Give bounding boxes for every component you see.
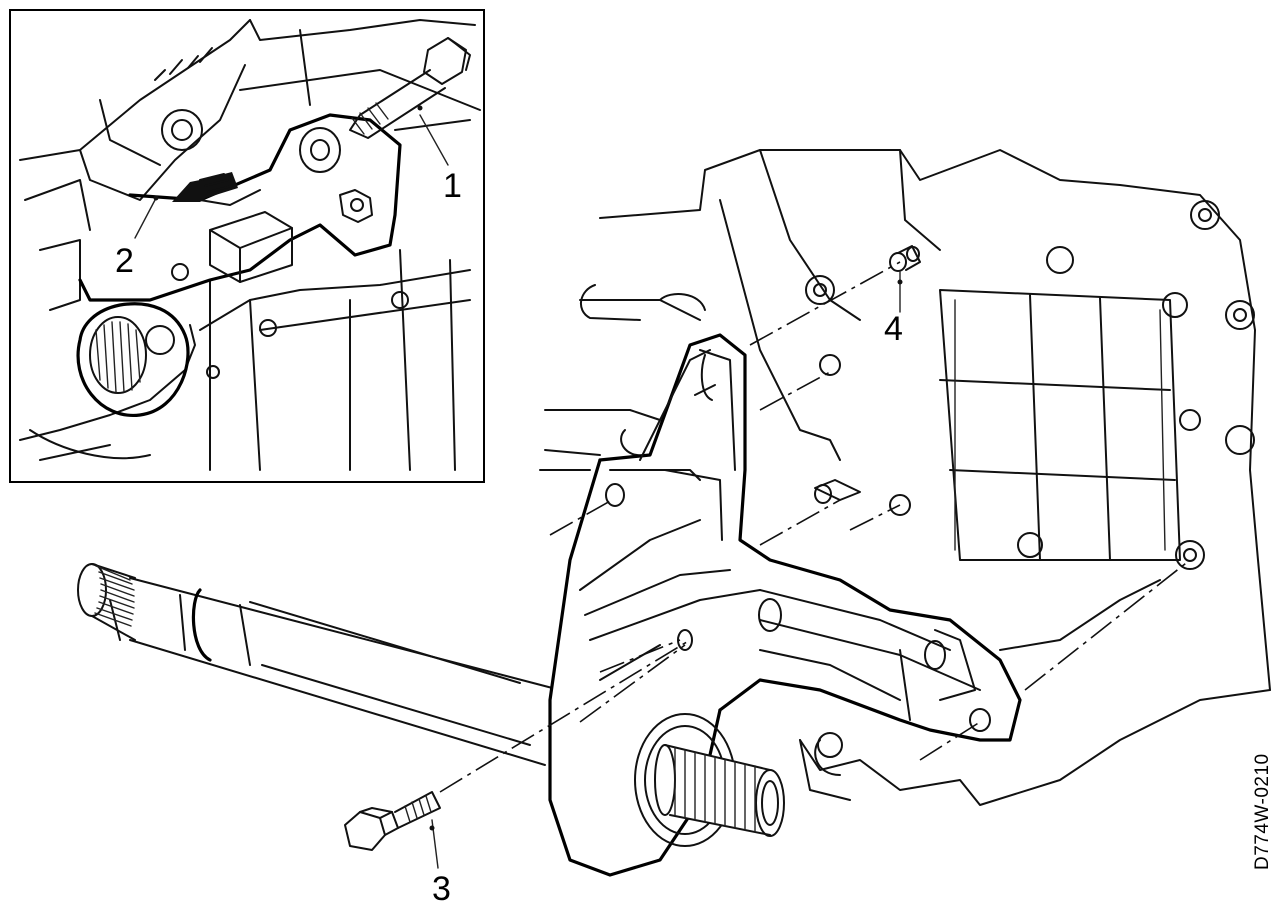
callout-4: 4 — [884, 310, 903, 348]
callout-1: 1 — [443, 167, 462, 205]
bracket-housing — [548, 333, 1022, 877]
dowel-pin-lower — [814, 479, 861, 504]
leader-dot-3 — [429, 825, 435, 831]
dowel-pin-icon — [889, 245, 921, 272]
direction-arrow-icon — [172, 172, 238, 202]
inset-bolt-icon — [349, 37, 471, 139]
callout-3: 3 — [432, 870, 451, 908]
hex-flange-bolt-icon — [344, 791, 441, 851]
output-shaft — [77, 563, 561, 766]
gearbox-housing — [539, 149, 1271, 806]
document-id: D774W-0210 — [1252, 753, 1273, 870]
assembly-center-lines — [439, 261, 1191, 793]
leader-dot-4 — [897, 279, 903, 285]
callout-2: 2 — [115, 242, 134, 280]
splined-stub — [654, 744, 785, 837]
inset-detail-view — [9, 9, 485, 483]
